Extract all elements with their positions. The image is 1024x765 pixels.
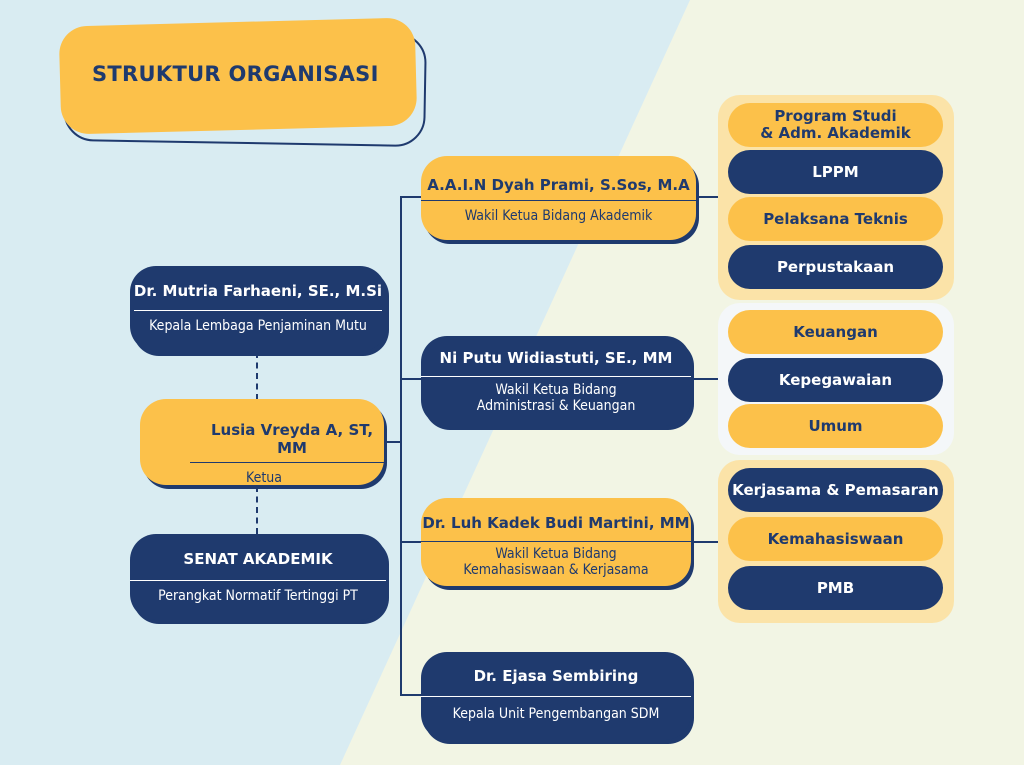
- node-wk1-role: Wakil Ketua Bidang Akademik: [464, 208, 653, 224]
- unit-umum-label: Umum: [808, 416, 863, 435]
- node-senat-name: SENAT AKADEMIK: [183, 550, 333, 568]
- node-wk2: Ni Putu Widiastuti, SE., MM Wakil Ketua …: [421, 336, 691, 426]
- node-lpm-role: Kepala Lembaga Penjaminan Mutu: [149, 318, 367, 334]
- unit-kerjasama: Kerjasama & Pemasaran: [728, 468, 943, 512]
- node-wk3-role-line1: Wakil Ketua Bidang: [495, 546, 617, 562]
- connector-trunk: [400, 196, 402, 696]
- dashed-connector-lpm: [256, 352, 258, 400]
- node-ketua: Lusia Vreyda A, ST, MM Ketua: [140, 399, 384, 486]
- divider: [421, 200, 696, 201]
- node-senat-role: Perangkat Normatif Tertinggi PT: [158, 588, 358, 604]
- unit-pelaksana-teknis-label: Pelaksana Teknis: [763, 209, 908, 228]
- divider: [421, 541, 691, 542]
- node-wk3-name: Dr. Luh Kadek Budi Martini, MM: [422, 514, 690, 532]
- node-lpm: Dr. Mutria Farhaeni, SE., M.Si Kepala Le…: [130, 266, 386, 352]
- divider: [130, 580, 386, 581]
- divider: [190, 462, 384, 463]
- unit-kemahasiswaan-label: Kemahasiswaan: [767, 529, 904, 548]
- unit-pmb-label: PMB: [816, 578, 855, 597]
- node-wk3: Dr. Luh Kadek Budi Martini, MM Wakil Ket…: [421, 498, 691, 586]
- connector-wk3: [400, 541, 422, 543]
- unit-lppm: LPPM: [728, 150, 943, 194]
- node-wk1: A.A.I.N Dyah Prami, S.Sos, M.A Wakil Ket…: [421, 156, 696, 240]
- unit-program-studi: Program Studi & Adm. Akademik: [728, 103, 943, 147]
- connector-wk1: [400, 196, 422, 198]
- connector-group3: [690, 541, 730, 543]
- unit-kerjasama-label: Kerjasama & Pemasaran: [732, 480, 939, 499]
- node-ketua-role: Ketua: [246, 470, 282, 486]
- unit-keuangan: Keuangan: [728, 310, 943, 354]
- dashed-connector-senat: [256, 486, 258, 534]
- node-wk2-name: Ni Putu Widiastuti, SE., MM: [439, 349, 673, 367]
- node-sdm: Dr. Ejasa Sembiring Kepala Unit Pengemba…: [421, 652, 691, 740]
- node-wk3-role-line2: Kemahasiswaan & Kerjasama: [463, 562, 649, 578]
- divider: [421, 376, 691, 377]
- node-ketua-name: Lusia Vreyda A, ST, MM: [210, 421, 374, 457]
- divider: [421, 696, 691, 697]
- connector-sdm: [400, 694, 422, 696]
- unit-lppm-label: LPPM: [812, 162, 859, 181]
- unit-perpustakaan: Perpustakaan: [728, 245, 943, 289]
- node-wk1-name: A.A.I.N Dyah Prami, S.Sos, M.A: [427, 176, 690, 194]
- unit-kepegawaian: Kepegawaian: [728, 358, 943, 402]
- node-sdm-role: Kepala Unit Pengembangan SDM: [452, 706, 660, 722]
- unit-pelaksana-teknis: Pelaksana Teknis: [728, 197, 943, 241]
- unit-pmb: PMB: [728, 566, 943, 610]
- node-sdm-name: Dr. Ejasa Sembiring: [473, 667, 639, 685]
- unit-program-studi-label: Program Studi & Adm. Akademik: [760, 107, 911, 142]
- unit-umum: Umum: [728, 404, 943, 448]
- unit-perpustakaan-label: Perpustakaan: [776, 257, 895, 276]
- node-lpm-name: Dr. Mutria Farhaeni, SE., M.Si: [133, 282, 383, 300]
- node-senat: SENAT AKADEMIK Perangkat Normatif Tertin…: [130, 534, 386, 620]
- node-wk2-role-line2: Administrasi & Keuangan: [476, 398, 636, 414]
- unit-kepegawaian-label: Kepegawaian: [778, 370, 893, 389]
- unit-kemahasiswaan: Kemahasiswaan: [728, 517, 943, 561]
- unit-keuangan-label: Keuangan: [793, 322, 878, 341]
- node-wk2-role-line1: Wakil Ketua Bidang: [495, 382, 617, 398]
- connector-ketua: [383, 441, 401, 443]
- page-title: STRUKTUR ORGANISASI: [92, 62, 379, 86]
- connector-group2: [690, 378, 730, 380]
- connector-wk2: [400, 378, 422, 380]
- divider: [134, 310, 382, 311]
- connector-group1: [690, 196, 730, 198]
